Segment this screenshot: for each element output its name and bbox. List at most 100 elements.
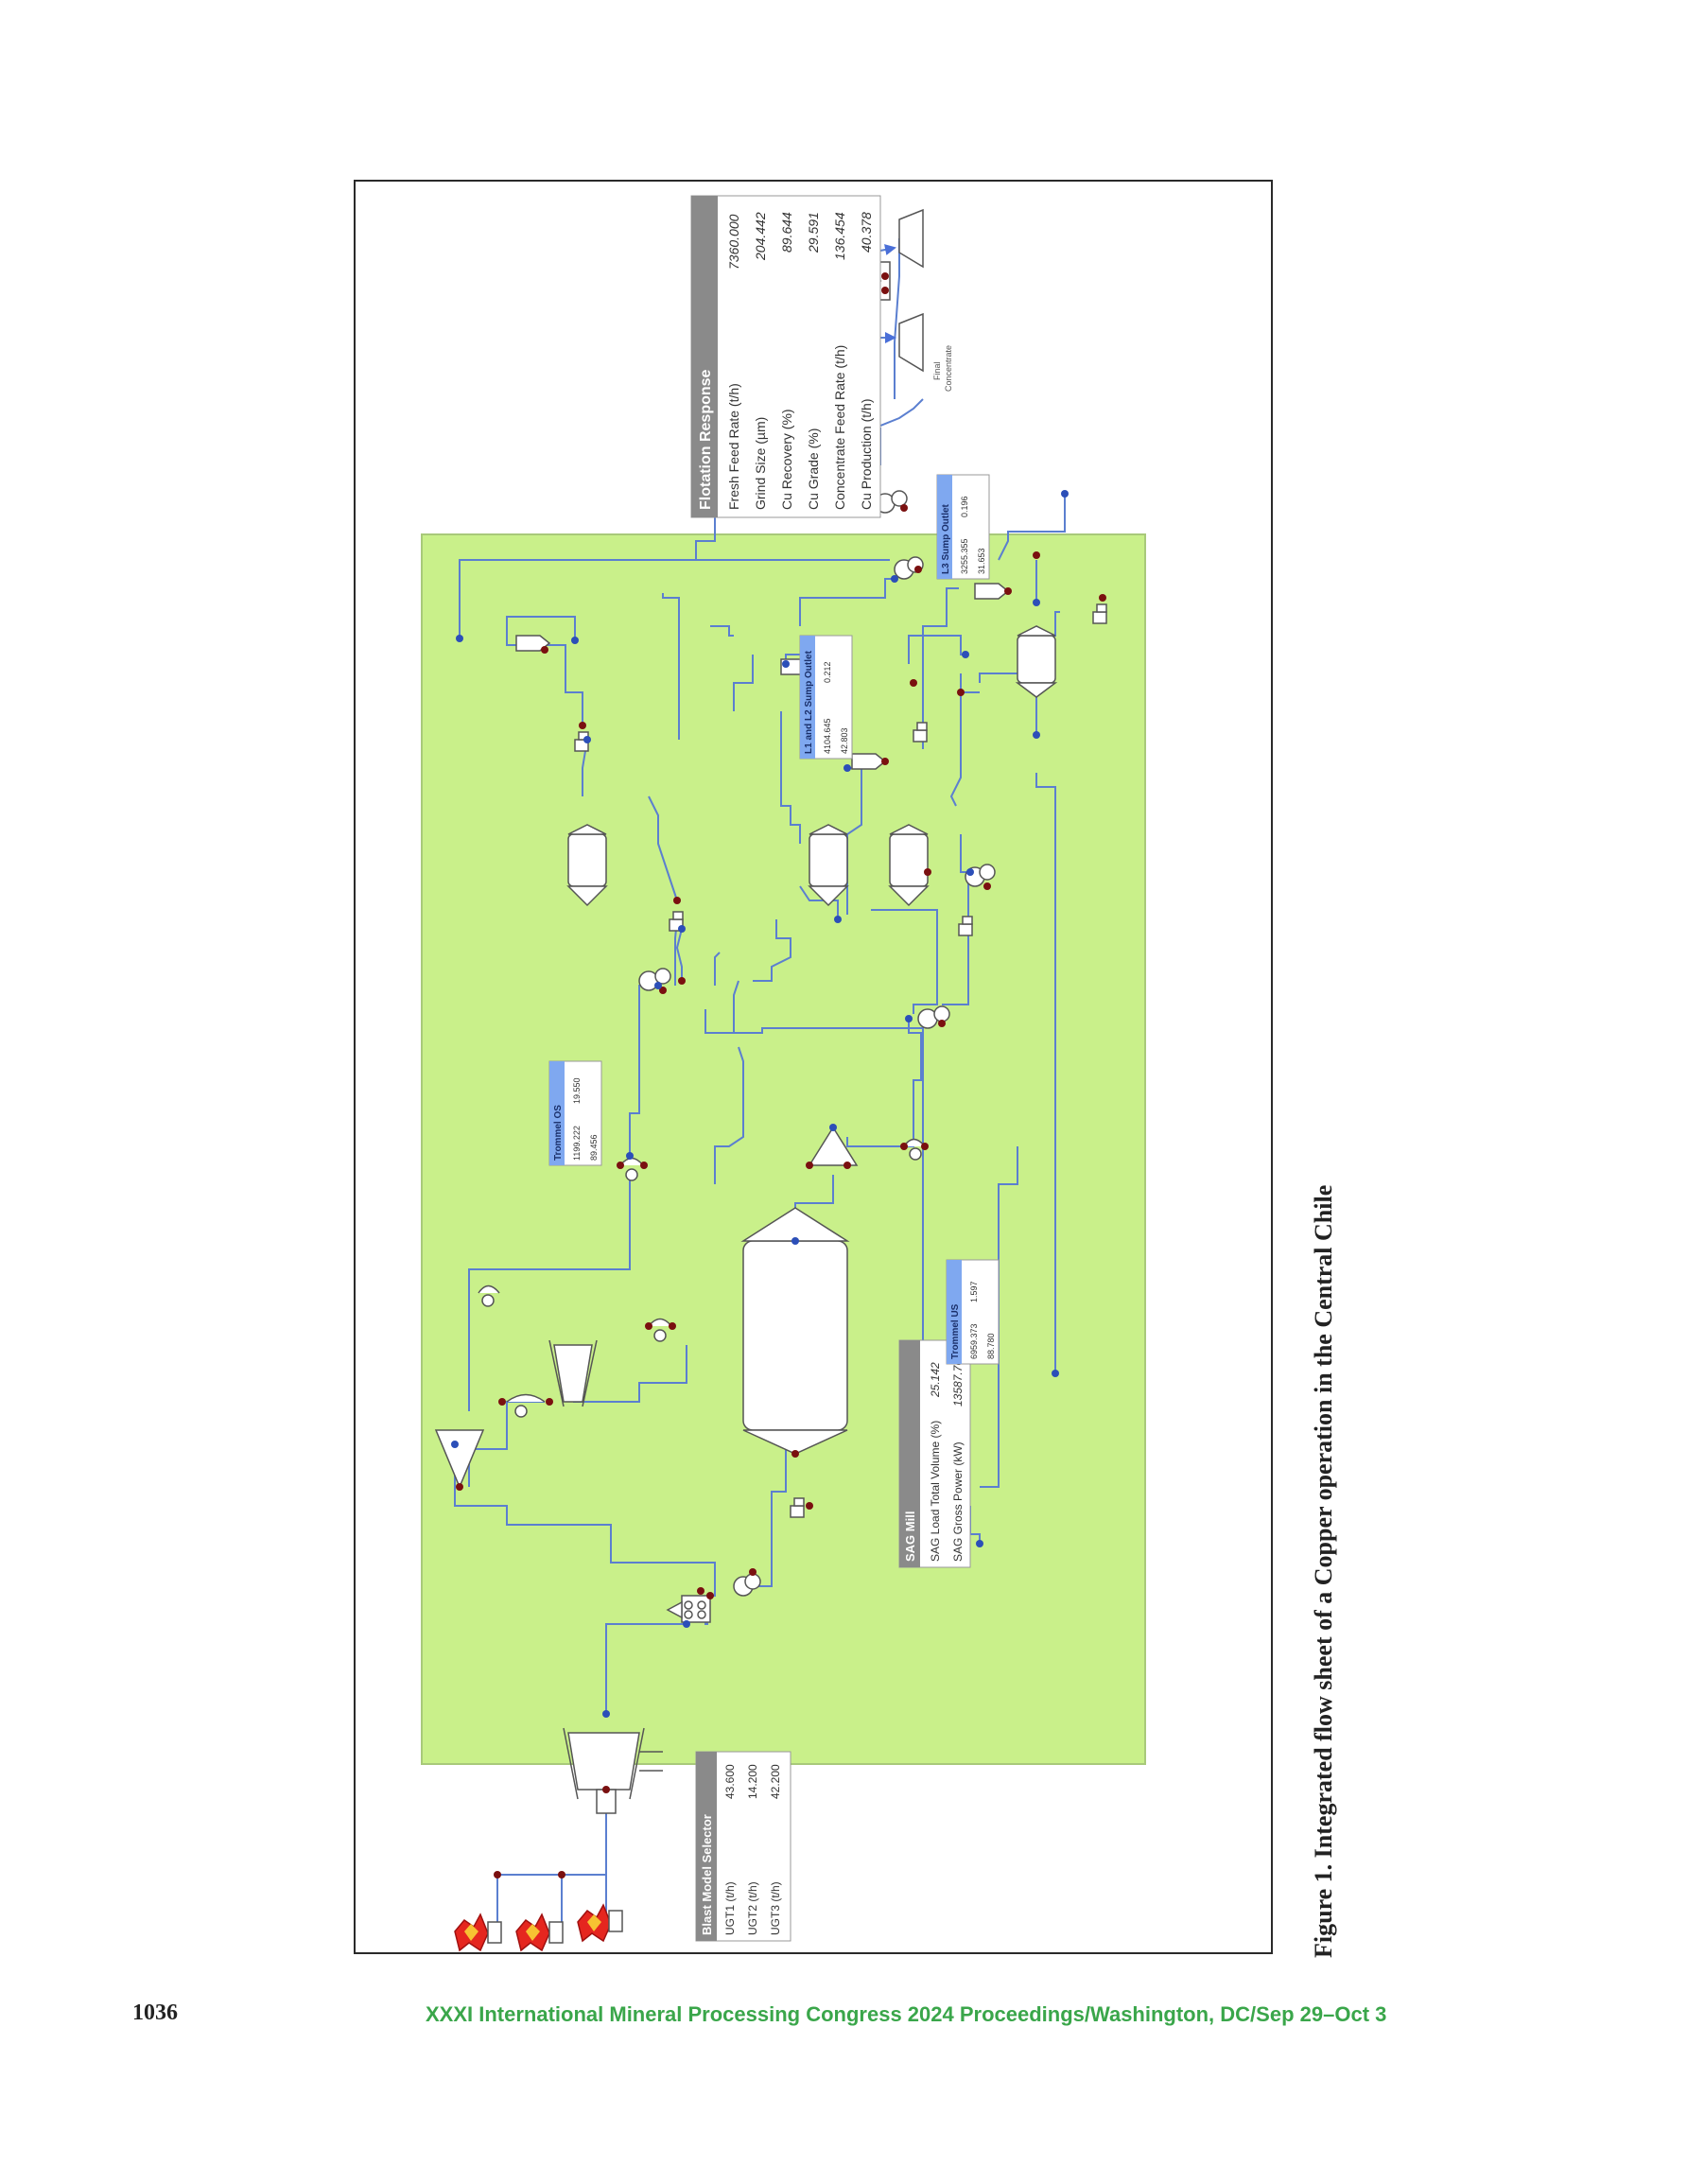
figure-frame: Final Concentrate Blast Model Selector U… xyxy=(354,180,1273,1954)
ball-mill-2 xyxy=(808,824,849,907)
l1l2-sump-v1: 4104.645 xyxy=(823,718,832,754)
l1l2-sump-title: L1 and L2 Sump Outlet xyxy=(804,650,814,754)
flot-feed-label: Fresh Feed Rate (t/h) xyxy=(726,383,741,510)
conc-line-m xyxy=(894,238,900,399)
blast-ugt2-label: UGT2 (t/h) xyxy=(746,1881,759,1935)
figure-caption: Figure 1. Integrated flow sheet of a Cop… xyxy=(1310,1184,1337,1958)
blast-model-panel: Blast Model Selector UGT1 (t/h) 43.600 U… xyxy=(695,1751,791,1942)
trommel-us-v2: 1.597 xyxy=(969,1281,979,1302)
blast-source-3 xyxy=(577,1903,623,1943)
conc-line-e xyxy=(710,625,734,637)
trommel-us-v3: 88.780 xyxy=(986,1333,996,1359)
trommel-os-title: Trommel OS xyxy=(553,1105,564,1161)
pump-2 xyxy=(638,968,671,991)
flot-grade-value: 29.591 xyxy=(806,212,821,253)
blast-model-title: Blast Model Selector xyxy=(700,1814,714,1935)
cyclone-feed-b xyxy=(648,795,678,901)
blast-ugt1-label: UGT1 (t/h) xyxy=(723,1881,737,1935)
feeder-small-7 xyxy=(790,1497,805,1518)
conc-line-c xyxy=(753,919,791,982)
cone-crusher xyxy=(548,1339,598,1407)
blast-ugt2-value: 14.200 xyxy=(746,1764,759,1799)
splitter-4 xyxy=(478,1284,500,1307)
l3-sump-v3: 31.653 xyxy=(977,548,986,574)
line-6a xyxy=(922,587,959,749)
flot-conc-value: 136.454 xyxy=(832,212,847,260)
trommel-us-title: Trommel US xyxy=(950,1303,961,1359)
crusher-line xyxy=(605,1623,687,1714)
primary-crusher xyxy=(563,1727,663,1814)
conc-line-b xyxy=(733,980,739,1033)
flot-grade-label: Cu Grade (%) xyxy=(806,428,821,510)
feeder-small-6 xyxy=(1092,603,1107,624)
conc-line-d xyxy=(714,952,721,986)
line-7c xyxy=(980,1146,1018,1488)
l3-sump-v2: 0.196 xyxy=(960,496,969,517)
page-number: 1036 xyxy=(132,2001,178,2025)
line-4c xyxy=(799,578,895,626)
sag-mill-panel: SAG Mill SAG Load Total Volume (%) 25.14… xyxy=(898,1339,971,1568)
conveyor-line xyxy=(454,1444,716,1625)
final-concentrate-stockpile-2 xyxy=(898,208,924,269)
trommel-os-v3: 89.456 xyxy=(589,1134,599,1161)
sag-load-label: SAG Load Total Volume (%) xyxy=(929,1421,942,1562)
line-6d xyxy=(1035,773,1056,1373)
feeder-small-4 xyxy=(913,722,928,743)
flot-feed-value: 7360.000 xyxy=(726,214,741,270)
trommel-us-panel: Trommel US 6959.373 1.597 88.780 xyxy=(946,1259,1000,1365)
sag-mill-title: SAG Mill xyxy=(903,1511,917,1562)
ball-mill-3 xyxy=(888,824,930,907)
line-2a xyxy=(675,928,683,981)
feeder-small-2 xyxy=(669,911,684,932)
feeder-small-5 xyxy=(958,916,973,936)
line-3c xyxy=(780,711,801,844)
line-3a xyxy=(871,909,938,1014)
l3-sump-panel: L3 Sump Outlet 3255.355 0.196 31.653 xyxy=(936,474,990,580)
l3-sump-title: L3 Sump Outlet xyxy=(941,503,951,574)
trommel-os-v1: 1199.222 xyxy=(572,1126,582,1161)
flotation-panel: Flotation Response Fresh Feed Rate (t/h)… xyxy=(690,195,881,518)
pebble-line-b xyxy=(573,1345,687,1403)
flot-conc-label: Concentrate Feed Rate (t/h) xyxy=(832,345,847,510)
l3-sump-v1: 3255.355 xyxy=(960,538,969,574)
flot-grind-value: 204.442 xyxy=(753,212,768,261)
l1l2-sump-v3: 42.803 xyxy=(840,727,849,754)
conc-line-f xyxy=(733,655,754,711)
blast-source-1 xyxy=(454,1913,502,1952)
sag-power-label: SAG Gross Power (kW) xyxy=(951,1441,965,1562)
pebble-crusher xyxy=(434,1429,485,1489)
blast-ugt3-label: UGT3 (t/h) xyxy=(769,1881,782,1935)
feeder xyxy=(666,1595,711,1623)
line-1c xyxy=(506,616,576,646)
blast-source-2 xyxy=(515,1913,564,1952)
line-1d xyxy=(459,559,890,638)
l1l2-sump-v2: 0.212 xyxy=(823,661,832,683)
proceedings-title: XXXI International Mineral Processing Co… xyxy=(426,2002,1387,2026)
line-1b xyxy=(545,644,583,725)
final-concentrate-stockpile-1 xyxy=(898,312,924,373)
line-2b xyxy=(704,1009,924,1392)
conc-line-a xyxy=(714,1046,744,1184)
sag-load-value: 25.142 xyxy=(929,1362,942,1398)
flowsheet-diagram: Final Concentrate Blast Model Selector U… xyxy=(421,195,1146,1952)
line-1e xyxy=(662,593,680,740)
us-line xyxy=(846,1019,922,1147)
cyclone-4 xyxy=(974,583,1010,600)
trommel-os-panel: Trommel OS 1199.222 19.550 89.456 xyxy=(548,1060,602,1166)
final-concentrate-label-1: Final xyxy=(932,361,942,380)
trommel-os-v2: 19.550 xyxy=(572,1077,582,1104)
flot-recovery-value: 89.644 xyxy=(779,212,794,253)
circuit-area xyxy=(421,533,1146,1765)
line-6e xyxy=(998,494,1066,561)
line-6c xyxy=(979,673,1037,735)
flot-prod-label: Cu Production (t/h) xyxy=(859,399,874,511)
flot-recovery-label: Cu Recovery (%) xyxy=(779,409,794,510)
trommel-screen xyxy=(808,1126,859,1166)
final-concentrate-label-2: Concentrate xyxy=(944,345,953,392)
line-5a xyxy=(949,673,962,807)
ball-mill-1 xyxy=(566,824,608,907)
l1l2-sump-panel: L1 and L2 Sump Outlet 4104.645 0.212 42.… xyxy=(799,635,853,760)
flot-grind-label: Grind Size (µm) xyxy=(753,417,768,510)
flotation-title: Flotation Response xyxy=(698,369,714,510)
flot-prod-value: 40.378 xyxy=(859,212,874,253)
